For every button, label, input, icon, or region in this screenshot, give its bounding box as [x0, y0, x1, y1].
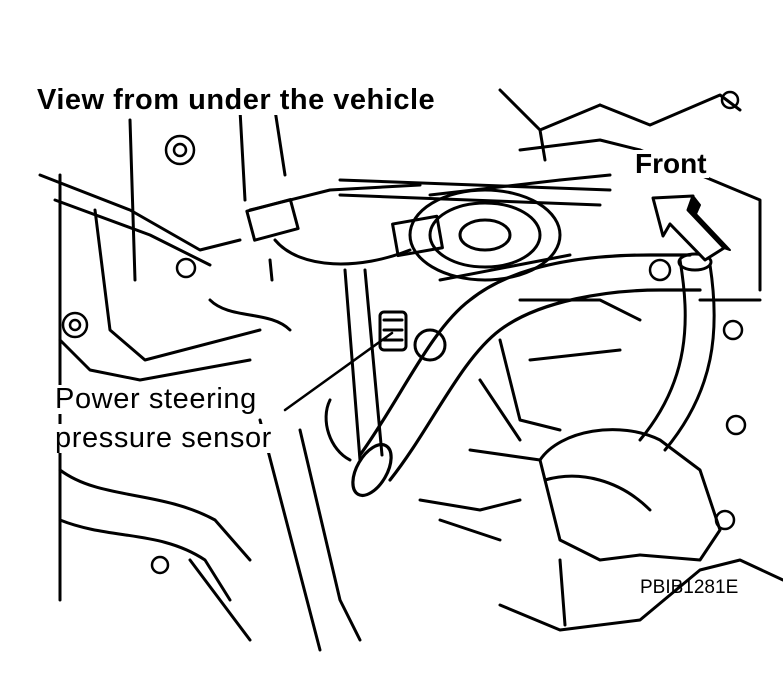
- pulley-assembly: [408, 173, 612, 282]
- leader-line: [283, 331, 394, 412]
- vertical-return-line: [324, 268, 384, 462]
- right-hose: [638, 252, 716, 452]
- wiring-harness: [245, 178, 612, 282]
- figure-code: PBIB1281E: [640, 577, 739, 598]
- front-label: Front: [633, 148, 709, 179]
- sensor-label-line-1: Power steering: [52, 385, 260, 414]
- alternator-body: [418, 298, 722, 562]
- pressure-sensor-part: [378, 310, 447, 362]
- chassis-lines: [38, 88, 783, 652]
- front-direction-arrow-icon: [651, 194, 731, 262]
- sensor-label-line-2: pressure sensor: [52, 424, 275, 453]
- bolt-heads: [61, 90, 747, 575]
- diagram-title: View from under the vehicle: [34, 86, 439, 115]
- power-steering-hose: [351, 253, 702, 497]
